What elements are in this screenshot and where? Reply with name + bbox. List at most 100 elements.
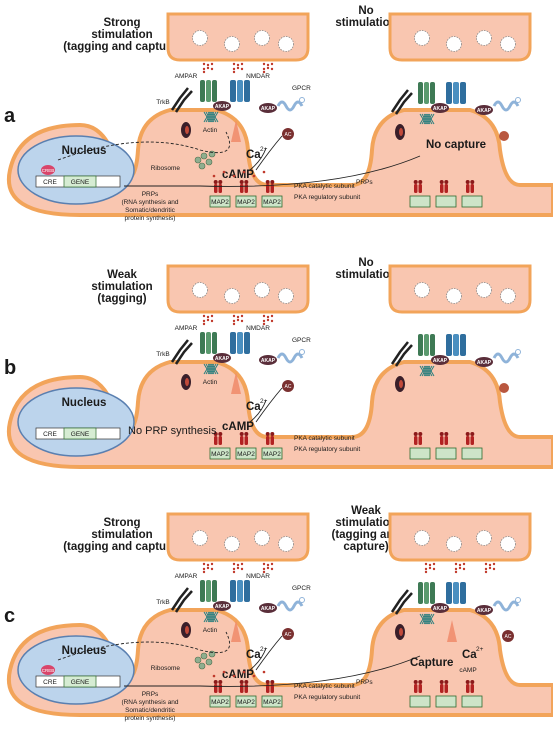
synaptic-vesicle [500, 288, 516, 304]
trkb-label: TrkB [156, 99, 169, 106]
synaptic-vesicle [414, 530, 430, 546]
pka-catalytic-label: PKA catalytic subunit [294, 183, 355, 190]
presynaptic-terminal [166, 264, 310, 314]
neurotransmitter-dot [262, 314, 266, 318]
pka-holoenzyme [265, 432, 275, 445]
outcome-label: No PRP synthesis [128, 425, 217, 437]
ampar-label: AMPAR [175, 573, 198, 580]
left-presynaptic-terminal [166, 512, 310, 574]
pka-catalytic-label: PKA catalytic subunit [294, 683, 355, 690]
gene-box [63, 175, 97, 188]
nucleus-signal-path [57, 631, 231, 661]
akap-label: AKAP [215, 356, 230, 362]
left-stimulation-title: Strong [103, 517, 140, 529]
neurotransmitter-dot [210, 562, 214, 566]
synaptic-vesicle [500, 36, 516, 52]
ribosomes [194, 650, 216, 670]
presynaptic-terminal [166, 12, 310, 62]
pka-regulatory-label: PKA regulatory subunit [294, 194, 360, 201]
akap-label: AKAP [433, 358, 448, 364]
gpcr-receptor [276, 597, 305, 612]
left-stimulation-title: (tagging and capture) [63, 541, 181, 553]
synaptic-vesicle [278, 536, 294, 552]
ac-to-camp-arrow [255, 635, 283, 671]
endosome [395, 624, 405, 640]
pka-holoenzyme [465, 680, 475, 693]
synaptic-vesicle [224, 536, 240, 552]
pka-holoenzyme [465, 432, 475, 445]
adenylyl-cyclase: AC [282, 128, 294, 140]
endosome [181, 122, 191, 138]
gpcr-receptor [492, 97, 521, 112]
synaptic-vesicle [446, 288, 462, 304]
prps-note-line: PRPs [142, 691, 159, 698]
neurotransmitter-dot [240, 319, 244, 323]
gpcr-receptor [492, 597, 521, 612]
endosome [395, 376, 405, 392]
neurotransmitter-dot [266, 566, 270, 570]
neurotransmitter-dot [210, 314, 214, 318]
map2-box: MAP2 [261, 447, 283, 460]
ampar-label: AMPAR [175, 325, 198, 332]
camp-arrow [249, 147, 267, 171]
map2-box: MAP2 [209, 695, 231, 708]
synaptic-vesicle [192, 530, 208, 546]
map2-box [461, 195, 483, 208]
left-stimulation-title: stimulation [91, 529, 152, 541]
right-stimulation-title: No [358, 257, 373, 269]
neurotransmitter-dot [240, 314, 244, 318]
pka-holoenzyme [239, 432, 249, 445]
neurotransmitter-dot [236, 63, 240, 67]
trkb-receptor [390, 341, 413, 367]
right-stimulation-title: stimulation [335, 17, 396, 29]
neurotransmitter-dot [240, 562, 244, 566]
synaptic-vesicle [254, 530, 270, 546]
neurotransmitter-dot [232, 319, 236, 323]
activation-arrow [447, 620, 457, 642]
neurotransmitter-dot [266, 63, 270, 67]
right-calcium-label: Ca [462, 649, 477, 661]
prp-particle [212, 174, 216, 178]
camp-label: cAMP [222, 669, 254, 681]
akap-anchor: AKAP [431, 103, 449, 113]
akap-label: AKAP [433, 606, 448, 612]
prp-transport-path [124, 655, 421, 687]
synaptic-vesicle [254, 30, 270, 46]
map2-box [435, 195, 457, 208]
akap-label: AKAP [477, 608, 492, 614]
right-presynaptic-terminal [388, 512, 532, 574]
right-stimulation-title: stimulation [335, 269, 396, 281]
gpcr-label: GPCR [292, 85, 311, 92]
map2-box: MAP2 [235, 695, 257, 708]
ampar-receptor [418, 82, 435, 104]
synaptic-vesicle [414, 30, 430, 46]
map2-label: MAP2 [237, 699, 255, 706]
neurotransmitter-dot [206, 66, 210, 70]
prps-label: PRPs [356, 679, 373, 686]
presynaptic-terminal [388, 512, 532, 562]
nmdar-label: NMDAR [246, 573, 270, 580]
nmdar-receptor [230, 580, 250, 602]
neurotransmitter-dot [270, 67, 274, 71]
akap-anchor: AKAP [213, 101, 231, 111]
map2-box [409, 195, 431, 208]
akap-anchor: AKAP [259, 603, 277, 613]
presynaptic-terminal [388, 264, 532, 314]
left-stimulation-title: Weak [107, 269, 137, 281]
endosome [395, 124, 405, 140]
nucleus-label: Nucleus [62, 397, 107, 409]
actin-label: Actin [203, 379, 218, 386]
ribosome-label: Ribosome [151, 665, 181, 672]
neurotransmitter-dot [232, 70, 236, 74]
adenylyl-cyclase: AC [282, 380, 294, 392]
map2-label: MAP2 [237, 199, 255, 206]
ampar-receptor [200, 580, 217, 602]
neurotransmitter-dot [270, 319, 274, 323]
neurotransmitter-dot [424, 567, 428, 571]
pka-holoenzyme [439, 680, 449, 693]
prp-particle [252, 674, 256, 678]
calcium-label: Ca [246, 149, 261, 161]
neurotransmitter-dot [454, 567, 458, 571]
akap-anchor: AKAP [475, 357, 493, 367]
akap-anchor: AKAP [431, 603, 449, 613]
